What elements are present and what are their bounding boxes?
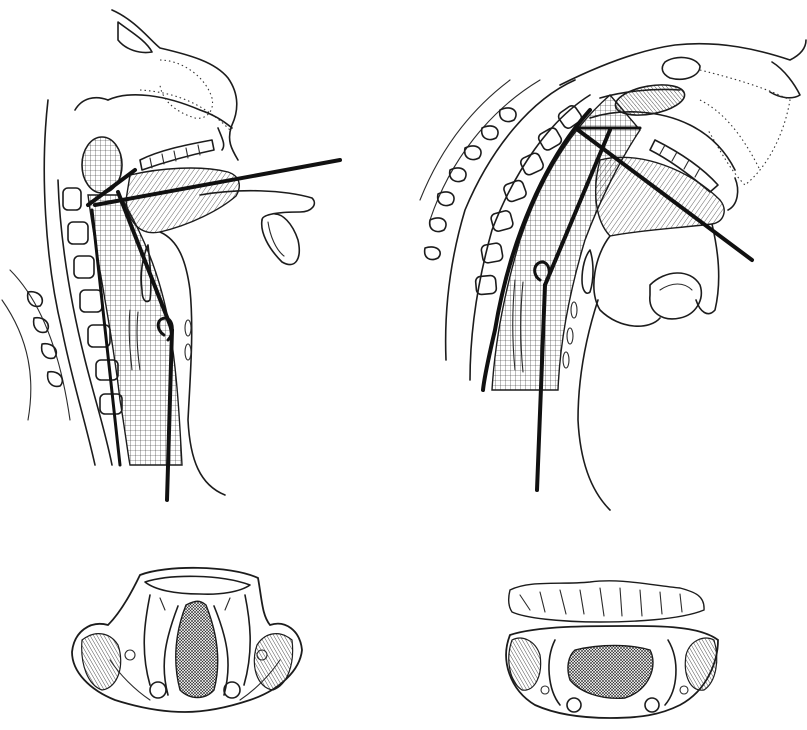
left-chin <box>262 214 300 265</box>
left-skull-outline <box>112 10 238 160</box>
right-tongue-base <box>509 581 704 622</box>
left-cartilage-dot <box>185 320 191 336</box>
left-hyoid <box>268 222 284 256</box>
left-nasal-bone <box>118 22 152 53</box>
right-sinus-dotted <box>700 70 790 185</box>
left-tongue <box>126 168 239 233</box>
left-hard-palate <box>108 95 232 128</box>
right-cartilage-dot <box>571 302 577 318</box>
right-hyoid <box>660 284 692 290</box>
left-sagittal-section <box>2 10 340 500</box>
right-larynx-right-wing <box>685 638 716 690</box>
right-floor-mouth <box>594 236 660 326</box>
right-sinus-dotted-2 <box>700 100 760 170</box>
right-cartilage-dot-3 <box>563 352 569 368</box>
left-nasopharynx-roof <box>75 98 108 110</box>
right-sella <box>662 57 700 79</box>
left-back-curve-2 <box>2 300 31 420</box>
right-chin <box>650 273 701 319</box>
left-incisor <box>218 128 224 150</box>
left-cartilage-dot-2 <box>185 344 191 360</box>
right-epiglottis <box>582 250 593 293</box>
right-neck-front <box>578 300 610 510</box>
right-sagittal-section <box>420 40 806 510</box>
right-posterior-vertebrae <box>425 108 516 260</box>
right-cartilage-dot-2 <box>567 328 573 344</box>
left-back-curve-1 <box>10 270 70 420</box>
right-back-curve-2 <box>420 80 510 200</box>
left-larynx-view <box>72 568 302 712</box>
left-larynx-right-wing <box>254 634 292 690</box>
right-larynx-view <box>506 581 718 718</box>
right-incisor <box>728 178 738 210</box>
right-skull-outline <box>560 40 806 85</box>
